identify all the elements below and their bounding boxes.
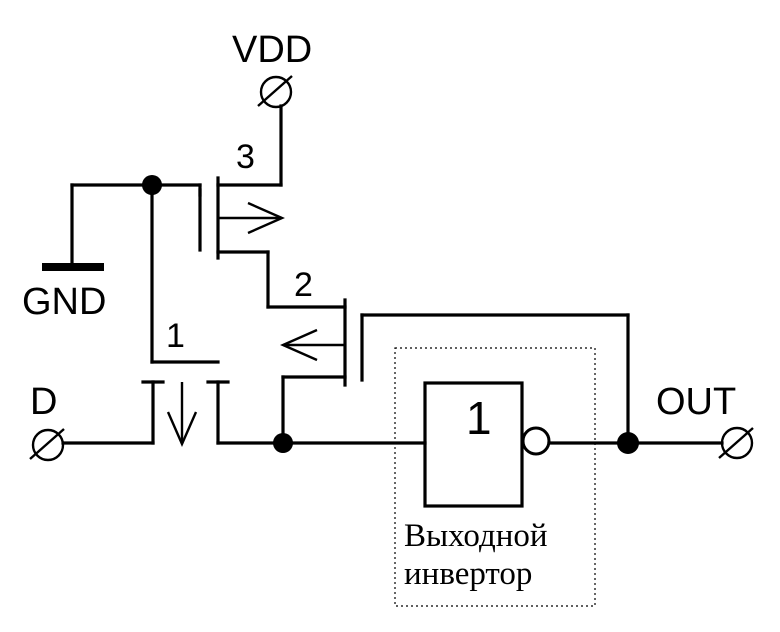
gnd-terminal: GND: [22, 263, 106, 323]
vdd-terminal: VDD: [232, 29, 312, 107]
d-terminal: D: [30, 381, 153, 460]
transistor-1-label: 1: [166, 317, 185, 355]
internal-node: [218, 433, 425, 453]
transistor-1: 1: [143, 317, 228, 444]
inverter-caption-line1: Выходной: [404, 518, 548, 554]
transistor-2: 2: [268, 252, 362, 443]
out-terminal: OUT: [656, 381, 753, 458]
transistor-2-label: 2: [294, 266, 313, 304]
inverter-bubble: [523, 428, 549, 454]
gnd-bar: [42, 263, 104, 271]
out-label: OUT: [656, 381, 736, 423]
vdd-label: VDD: [232, 29, 312, 71]
inverter-caption-line2: инвертор: [404, 556, 532, 592]
output-junction-dot: [617, 432, 639, 454]
output-net: [549, 432, 722, 454]
transistor-3-label: 3: [236, 138, 255, 176]
transistor-3: 3: [200, 106, 282, 258]
internal-node-dot: [273, 433, 293, 453]
feedback-net: [362, 315, 628, 443]
gnd-label: GND: [22, 281, 106, 323]
output-inverter: 1 Выходной инвертор: [395, 348, 595, 606]
d-label: D: [30, 381, 57, 423]
inverter-symbol: 1: [466, 392, 492, 444]
